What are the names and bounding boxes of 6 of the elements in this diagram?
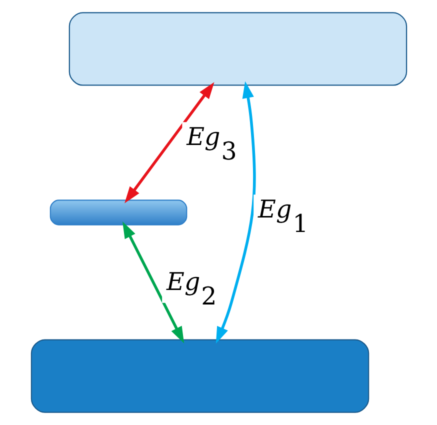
arrow [124,82,214,204]
node-box [30,339,369,413]
arrow [122,221,184,344]
arrow [215,81,256,344]
node-bar [49,200,187,226]
node-box [68,12,407,86]
